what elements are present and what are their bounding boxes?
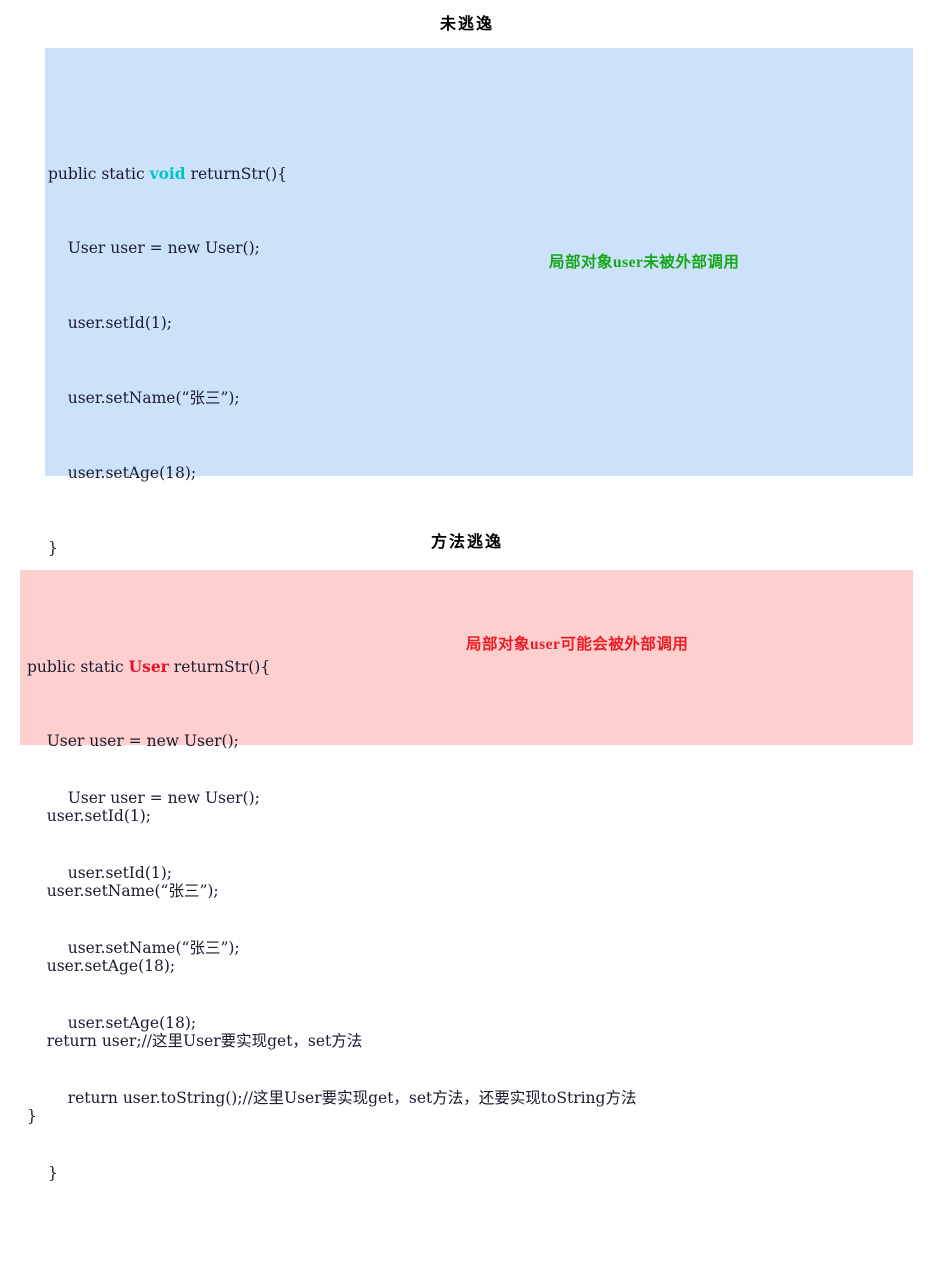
code-line: user.setAge(18); — [27, 957, 176, 975]
code-text: return user; — [27, 1032, 142, 1050]
code-line: User user = new User(); — [27, 732, 239, 750]
keyword-void: void — [149, 164, 186, 183]
annotation-method-escape: 局部对象user可能会被外部调用 — [466, 636, 689, 653]
code-line: User user = new User(); — [48, 239, 260, 257]
keyword-user: User — [128, 657, 169, 676]
code-line: user.setId(1); — [27, 807, 152, 825]
code-comment: //这里User要实现get，set方法 — [141, 1032, 363, 1050]
code-line: return user;//这里User要实现get，set方法 — [20, 1029, 913, 1054]
code-line: public static void returnStr(){ — [45, 161, 913, 186]
code-line: user.setName(“张三”); — [48, 389, 240, 407]
code-line: user.setAge(18); — [48, 464, 197, 482]
code-text: returnStr(){ — [168, 658, 271, 676]
code-line: } — [48, 1164, 58, 1182]
code-line: public static User returnStr(){ — [20, 654, 913, 679]
code-text: returnStr(){ — [185, 165, 287, 183]
section-title-no-escape: 未逃逸 — [439, 16, 494, 33]
code-text: public static — [27, 658, 129, 676]
code-line: } — [27, 1107, 37, 1125]
code-text: public static — [48, 165, 150, 183]
code-block-method-escape: public static User returnStr(){ User use… — [20, 570, 913, 1125]
annotation-no-escape: 局部对象user未被外部调用 — [549, 254, 740, 271]
code-line: user.setName(“张三”); — [27, 882, 219, 900]
code-line: } — [48, 539, 58, 557]
code-block-no-escape: public static void returnStr(){ User use… — [45, 48, 913, 1182]
code-line: user.setId(1); — [48, 314, 173, 332]
section-title-method-escape: 方法逃逸 — [430, 534, 503, 551]
